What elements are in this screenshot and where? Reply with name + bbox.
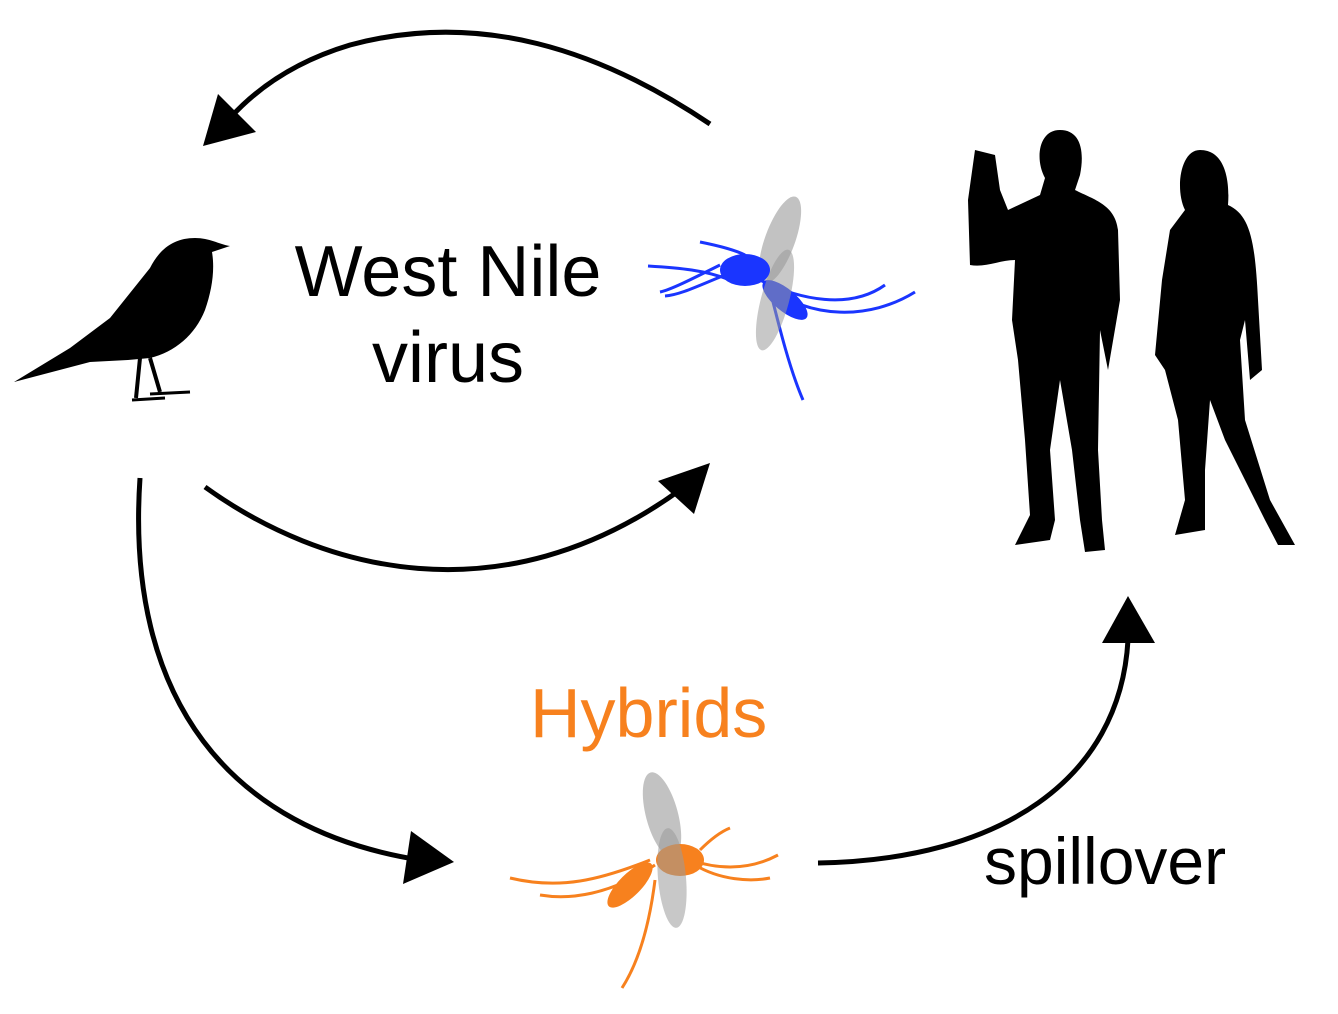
- arrowhead-to-bird: [203, 94, 256, 146]
- arrow-bird-to-hybrid: [136, 477, 421, 863]
- arrow-mosquito-to-bird: [228, 29, 712, 127]
- hybrids-label: Hybrids: [530, 674, 768, 752]
- arrow-bird-to-mosquito: [203, 484, 682, 572]
- woman-silhouette: [1155, 150, 1295, 545]
- hybrid-mosquito-icon: [509, 772, 779, 989]
- arrow-spillover: [817, 639, 1131, 866]
- vector-mosquito-icon: [647, 196, 916, 401]
- man-silhouette: [968, 130, 1120, 552]
- arrowhead-to-hybrid: [403, 831, 454, 884]
- humans-silhouette-icon: [968, 130, 1295, 552]
- arrowhead-to-humans: [1102, 596, 1155, 643]
- virus-label-line1: West Nile: [294, 232, 602, 312]
- virus-label: West Nile virus: [288, 236, 608, 394]
- spillover-label: spillover: [984, 824, 1227, 898]
- arrowhead-to-mosquito: [658, 463, 710, 514]
- virus-label-line2: virus: [371, 318, 524, 398]
- bird-silhouette-icon: [14, 238, 230, 402]
